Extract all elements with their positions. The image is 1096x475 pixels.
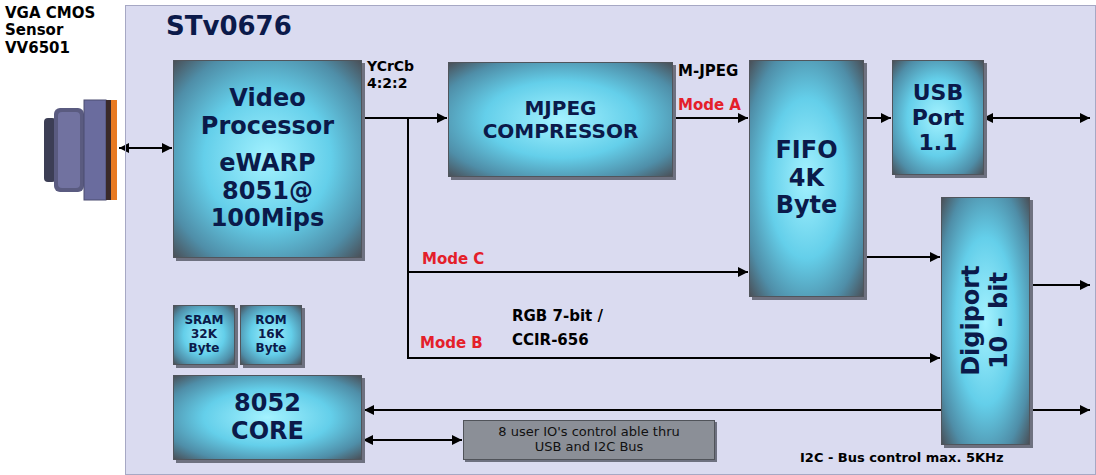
sensor-node: VGA CMOS Sensor VV6501 [5, 5, 118, 195]
video-processor-box: Video Processor eWARP 8051@ 100Mips [173, 60, 362, 258]
mode-label: Mode C [422, 250, 484, 268]
text-group: Digiport 10 - bit [958, 266, 1013, 377]
text-group: SRAM 32K Byte [179, 314, 229, 355]
chip-outline: STv0676Video Processor eWARP 8051@ 100Mip… [125, 5, 1096, 475]
mode-label: Mode A [678, 96, 741, 114]
signal-label: RGB 7-bit / CCIR-656 [512, 304, 637, 352]
usb-port-box: USB Port 1.1 [892, 60, 984, 175]
node-heading: Video Processor [188, 85, 348, 140]
lens-barrel [54, 108, 84, 192]
sensor-body [84, 100, 106, 200]
digiport-output-wire [1033, 284, 1090, 286]
node-heading: FIFO 4K Byte [762, 137, 852, 220]
mode-label: Mode B [420, 334, 483, 352]
sensor-board [111, 100, 117, 200]
user-io-box: 8 user IO's control able thru USB and I2… [463, 420, 715, 460]
node-heading: STv0676 [166, 12, 292, 42]
text-group: Video Processor eWARP 8051@ 100Mips [188, 85, 348, 233]
signal-label: M-JPEG [678, 62, 738, 80]
text-group: VGA CMOS Sensor VV6501 [5, 5, 118, 57]
compressor-box: MJPEG COMPRESSOR [448, 62, 673, 177]
text-group: 8 user IO's control able thru USB and I2… [489, 425, 689, 455]
node-body: eWARP 8051@ 100Mips [203, 150, 333, 233]
text-group: USB Port 1.1 [898, 80, 978, 156]
sensor-plate [106, 100, 111, 200]
signal-connector [119, 147, 172, 149]
lens-ring [58, 112, 80, 188]
fifo-box: FIFO 4K Byte [749, 60, 864, 297]
signal-connector [865, 256, 940, 258]
node-heading: VGA CMOS Sensor VV6501 [5, 5, 100, 57]
signal-connector [674, 117, 748, 119]
node-heading: Digiport 10 - bit [958, 266, 1013, 377]
digiport-box: Digiport 10 - bit [941, 197, 1030, 445]
signal-connector [363, 439, 462, 441]
text-group: 8052 CORE [213, 390, 323, 445]
text-group: STv0676 [166, 12, 292, 42]
text-group: ROM 16K Byte [246, 314, 296, 355]
rom-box: ROM 16K Byte [240, 305, 302, 365]
node-heading: SRAM 32K Byte [179, 314, 229, 355]
cpu-core-box: 8052 CORE [173, 375, 362, 460]
text-group: MJPEG COMPRESSOR [476, 97, 646, 143]
node-heading: ROM 16K Byte [246, 314, 296, 355]
node-heading: 8052 CORE [213, 390, 323, 445]
node-heading: USB Port 1.1 [898, 80, 978, 156]
usb-external-wire [983, 117, 1090, 119]
text-group: FIFO 4K Byte [762, 137, 852, 220]
node-heading: 8 user IO's control able thru USB and I2… [489, 425, 689, 455]
signal-label: YCrCb 4:2:2 [367, 58, 427, 92]
node-heading: MJPEG COMPRESSOR [476, 97, 646, 143]
signal-connector [865, 117, 891, 119]
sram-box: SRAM 32K Byte [173, 305, 235, 365]
bus-label: I2C - Bus control max. 5KHz [800, 450, 1003, 466]
